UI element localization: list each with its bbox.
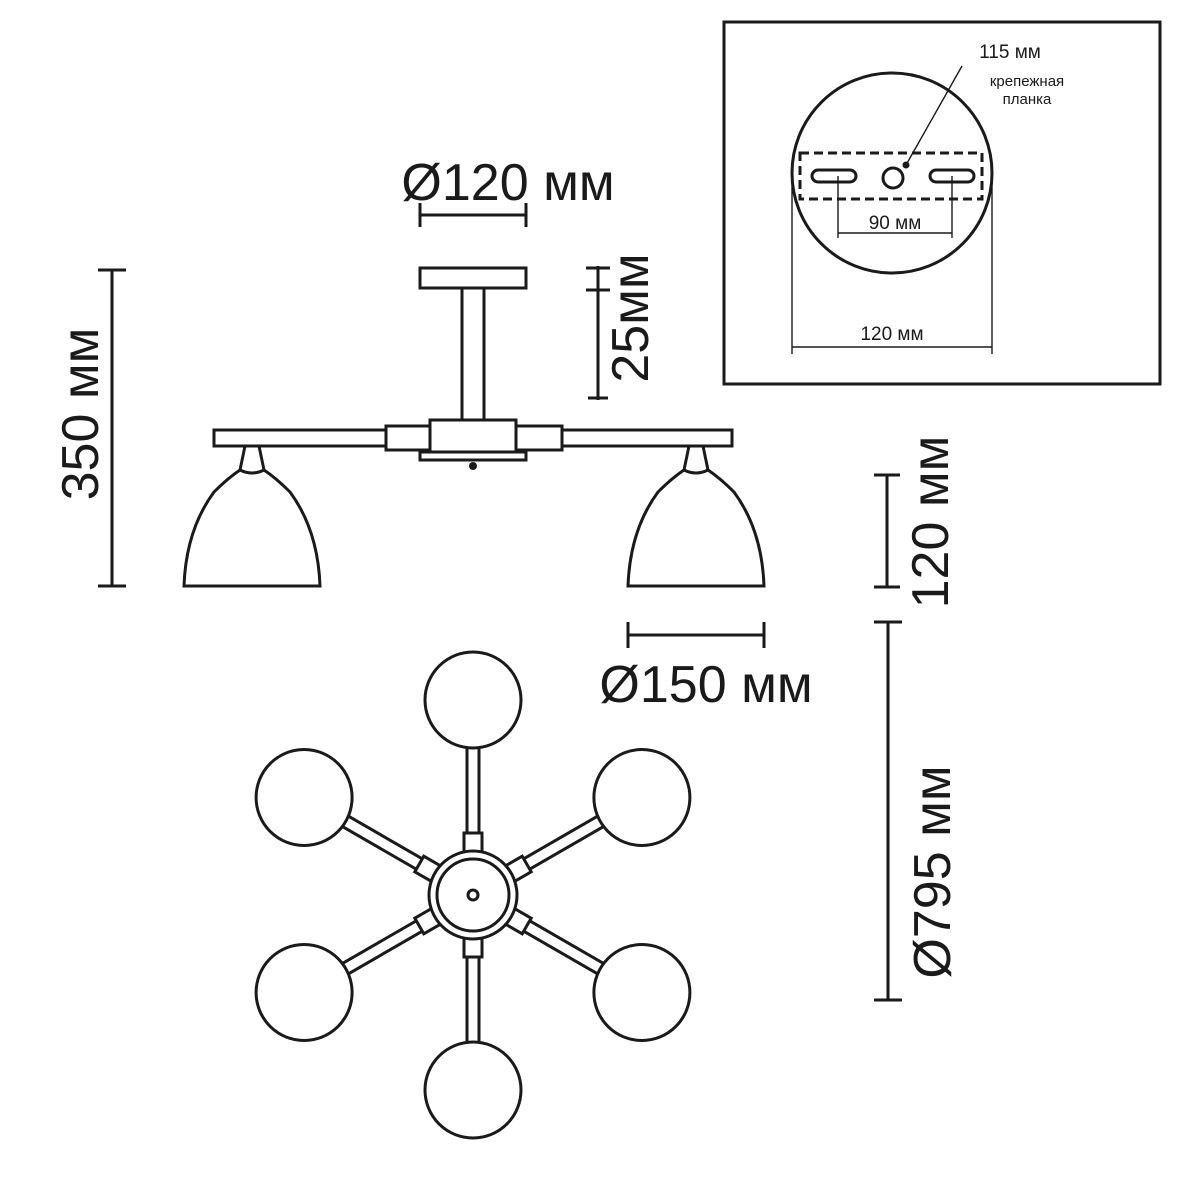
shade-5: [254, 943, 354, 1042]
plate-offset-label: 115 мм: [979, 42, 1041, 63]
stem: [460, 286, 486, 426]
arm-2: [501, 811, 611, 885]
shade-6: [254, 748, 354, 847]
top-view: [254, 650, 692, 1140]
shade-3: [592, 943, 692, 1042]
base-diameter-label: 120 мм: [860, 324, 923, 345]
hub-center: [466, 888, 480, 902]
right-shade: [626, 444, 766, 588]
hub-screw: [469, 462, 477, 470]
arm-3: [501, 905, 611, 979]
hub-plate: [418, 450, 528, 462]
shade-diameter-label: Ø150 мм: [599, 656, 812, 714]
mounting-plate: [798, 151, 984, 201]
arm-5: [335, 905, 445, 979]
canopy: [418, 266, 528, 290]
shade-2: [592, 748, 692, 847]
left-slot: [810, 168, 858, 184]
hub-ring: [435, 857, 511, 933]
shade-1: [423, 650, 523, 750]
plate-label-line2: планка: [1003, 91, 1052, 108]
inset-frame: [722, 20, 1162, 386]
shade-height-label: 120 мм: [902, 436, 960, 609]
total-diameter-label: Ø795 мм: [904, 765, 962, 978]
left-shade: [182, 444, 322, 588]
arm-4: [462, 933, 484, 1050]
total-height-label: 350 мм: [52, 328, 110, 501]
slot-distance-label: 90 мм: [869, 213, 922, 234]
stem-height-label: 25мм: [602, 253, 660, 382]
dimension-lines: [98, 203, 902, 1002]
plate-label-line1: крепежная: [990, 73, 1064, 90]
side-view: [182, 266, 766, 588]
arm-6: [335, 811, 445, 885]
top-diameter-label: Ø120 мм: [401, 154, 614, 212]
arm-1: [462, 740, 484, 857]
shade-4: [423, 1040, 523, 1140]
center-hole: [881, 166, 905, 190]
left-shade-neck: [239, 468, 265, 475]
mounting-inset: [722, 20, 1162, 386]
hub-block: [428, 418, 518, 456]
right-shade-neck: [683, 468, 709, 475]
base-circle: [790, 71, 994, 275]
